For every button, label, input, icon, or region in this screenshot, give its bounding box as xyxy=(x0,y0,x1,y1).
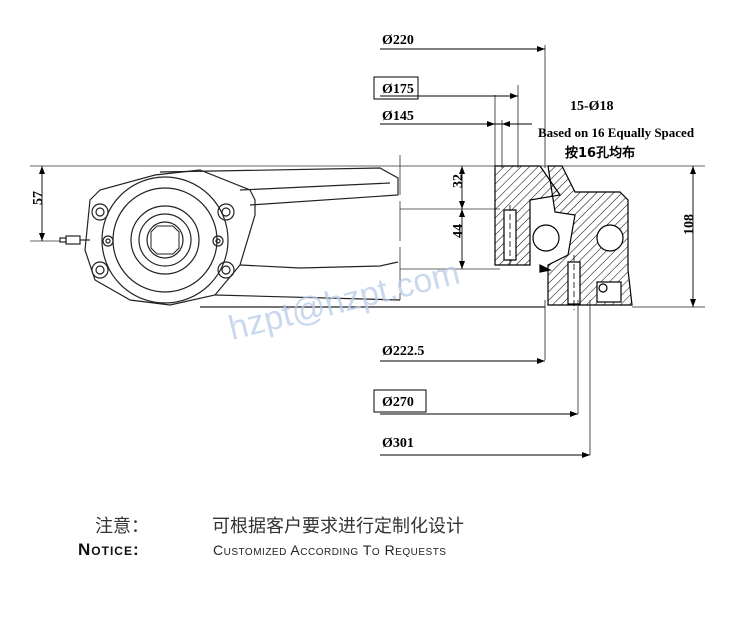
slew-drive-front-view xyxy=(59,167,545,308)
dim-d220: Ø220 xyxy=(382,33,414,48)
dim-d270: Ø270 xyxy=(382,395,414,410)
dim-h44: 44 xyxy=(451,224,466,238)
notice-text-en: Customized According To Requests xyxy=(213,542,447,558)
dim-holes: 15-Ø18 xyxy=(570,99,614,114)
notice-label-en: Notice: xyxy=(78,540,140,559)
dim-h32: 32 xyxy=(451,174,466,188)
dim-box-175 xyxy=(373,76,419,100)
dim-d145: Ø145 xyxy=(382,109,414,124)
bolt-hole xyxy=(212,235,224,247)
notice-label-zh: 注意： xyxy=(95,516,149,537)
bolt-hole xyxy=(217,261,235,279)
dim-box-270 xyxy=(373,389,427,413)
dim-d222-5: Ø222.5 xyxy=(382,344,424,359)
dim-h57: 57 xyxy=(31,191,46,205)
bolt-hole xyxy=(91,203,109,221)
dim-h108: 108 xyxy=(682,214,697,235)
bolt-hole xyxy=(91,261,109,279)
notice-text-zh: 可根据客户要求进行定制化设计 xyxy=(212,516,464,537)
bolt-hole xyxy=(102,235,114,247)
grease-nipple-icon xyxy=(59,235,90,245)
dim-holes-note: Based on 16 Equally Spaced xyxy=(538,125,695,140)
dim-holes-note-zh: 按16孔均布 xyxy=(565,145,635,161)
cross-section-view xyxy=(494,165,633,310)
dim-d175: Ø175 xyxy=(382,82,414,97)
dim-d301: Ø301 xyxy=(382,436,414,451)
bolt-hole xyxy=(217,203,235,221)
watermark: hzpt@hzpt.com xyxy=(225,254,464,348)
